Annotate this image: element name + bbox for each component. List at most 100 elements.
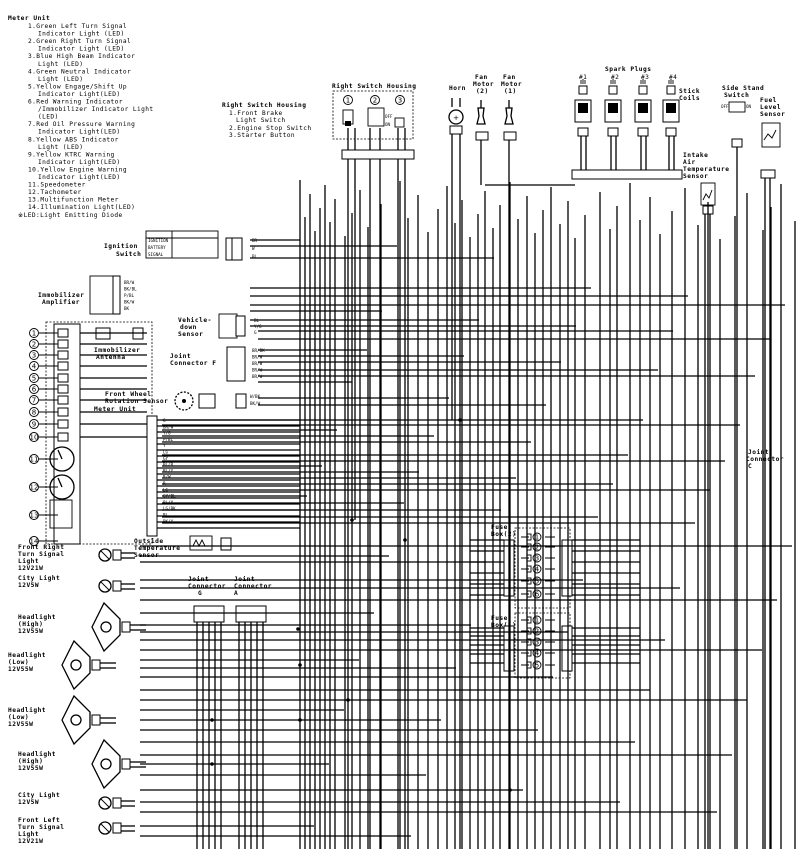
light-sub: (High) xyxy=(18,620,43,628)
legend-item: 9.Yellow KTRC Warning xyxy=(28,151,115,158)
wire-code: BL/Y xyxy=(163,468,174,473)
junction-dot xyxy=(210,718,214,722)
rs-legend-2: 2.Engine Stop Switch xyxy=(229,125,312,132)
vehicle-down-sensor: Vehicle- down Sensor xyxy=(178,313,246,339)
fuse-number: 1 xyxy=(535,534,539,542)
bulb-filament xyxy=(100,581,110,591)
stick-coil-core xyxy=(608,103,618,113)
meter-item-marker xyxy=(29,454,39,464)
wire-code: BK/Y xyxy=(163,519,174,524)
led-symbol xyxy=(57,373,69,383)
legend-item: Light (LED) xyxy=(38,144,83,151)
svg-text:2: 2 xyxy=(373,97,377,105)
fb2-label-1: Fuse xyxy=(491,524,508,531)
headlight-connector xyxy=(91,659,101,671)
headlight-shape xyxy=(91,601,121,653)
jcf-label-2: Connector F xyxy=(170,360,216,367)
jcg-label-1: Joint xyxy=(188,575,209,583)
wire-code: P/BL xyxy=(163,437,174,442)
meter-item-marker xyxy=(29,419,39,429)
fuse-number: 5 xyxy=(535,662,539,670)
meter-item-number: 13 xyxy=(30,512,39,520)
fuse-number-marker xyxy=(532,553,542,563)
wire-code: GY xyxy=(163,456,169,461)
legend-item: Light (LED) xyxy=(38,76,83,83)
spark-plug-tip xyxy=(640,79,646,84)
light-sub: (Low) xyxy=(8,714,29,721)
jca-label-3: A xyxy=(234,590,238,597)
fan-motor-2-label-2: Motor xyxy=(473,81,494,88)
ignition-switch: Ignition Switch IGNITION BATTERY SIGNAL xyxy=(104,230,243,261)
joint-connector-f: Joint Connector F xyxy=(170,346,246,382)
meter-item-marker xyxy=(29,361,39,371)
legend-item: 10.Yellow Engine Warning xyxy=(28,166,127,173)
stick-coils-label-1: Stick xyxy=(679,87,700,95)
wire-code: BK/BL xyxy=(124,287,137,292)
wire-code: LG xyxy=(163,450,169,455)
jcc-label-3: C xyxy=(748,463,752,470)
fuse-number: 4 xyxy=(535,650,540,658)
fuel-level-label-2: Level xyxy=(760,104,781,111)
fan-motor-1-label-1: Fan xyxy=(503,74,516,81)
jcg-label-2: Connector xyxy=(188,583,226,590)
meter-unit-label: Meter Unit xyxy=(94,405,136,413)
coil-connector xyxy=(665,127,677,137)
meter-item-number: 11 xyxy=(30,456,39,464)
ign-row-1: IGNITION xyxy=(148,238,169,243)
right-switch-housing-label: Right Switch Housing xyxy=(332,82,417,90)
legend-item: Indicator Light (LED) xyxy=(38,46,125,53)
legend-item: 3.Blue High Beam Indicator xyxy=(28,53,135,60)
legend-item: ※LED:Light Emitting Diode xyxy=(18,212,123,219)
led-symbol xyxy=(57,361,69,371)
plug-2-label: #2 xyxy=(611,74,619,81)
legend-item: 13.Multifunction Meter xyxy=(28,197,119,204)
wire-code: BR/W xyxy=(252,355,263,360)
fuse-number-marker xyxy=(532,564,542,574)
rs-legend-1: 1.Front Brake xyxy=(229,110,283,117)
wire-code: BL xyxy=(252,254,258,259)
legend-item: Indicator Light (LED) xyxy=(38,31,125,38)
svg-text:3: 3 xyxy=(398,97,402,105)
junction-dot xyxy=(346,698,350,702)
light-name: Headlight xyxy=(18,613,56,621)
meter-item-marker xyxy=(29,536,39,546)
wire-code: BR/W xyxy=(124,280,135,285)
bulb-symbol xyxy=(98,579,112,593)
legend-item: 5.Yellow Engage/Shift Up xyxy=(28,83,127,90)
jcc-label-1: Joint xyxy=(748,448,769,456)
fb2-label-2: Box(2) xyxy=(491,531,516,538)
wire-code: BL xyxy=(163,513,169,518)
meter-item-number: 8 xyxy=(32,409,36,417)
jcg-label-3: G xyxy=(198,590,202,597)
fuse-number-marker xyxy=(532,615,542,625)
fan-motor-1-symbol xyxy=(503,100,517,141)
headlight-connector xyxy=(121,758,131,770)
headlight-shape xyxy=(91,738,121,790)
wire-code: Y xyxy=(163,443,166,448)
light-name: Headlight xyxy=(18,750,56,758)
iat-label-1: Intake xyxy=(683,152,708,159)
rs-on-label: ON xyxy=(385,122,391,127)
right-switch-legend: Right Switch Housing 1.Front Brake Light… xyxy=(222,101,312,139)
wire-code: BK xyxy=(124,306,130,311)
headlight-bulb xyxy=(70,714,82,726)
wire-code: BL/R xyxy=(163,462,174,467)
led-symbol xyxy=(57,339,69,349)
spark-plug-tip xyxy=(668,79,674,84)
light-name: Front Right xyxy=(18,543,64,551)
meter-item-number: 4 xyxy=(32,363,37,371)
legend-item: 8.Yellow ABS Indicator xyxy=(28,136,119,143)
headlight-bulb xyxy=(100,621,112,633)
bulb-filament xyxy=(100,798,110,808)
rs-off-label: OFF xyxy=(385,114,393,119)
fan-motor-1-label-3: (1) xyxy=(504,88,517,95)
fwrs-label-1: Front Wheel xyxy=(105,391,151,398)
led-symbol xyxy=(57,384,69,394)
fuse-number-marker xyxy=(532,589,542,599)
ss-off-label: OFF xyxy=(721,104,729,109)
junction-dot xyxy=(458,418,462,422)
spark-plug-tip xyxy=(580,79,586,84)
vds-label-2: down xyxy=(180,324,197,331)
bulb-filament xyxy=(100,550,110,560)
fuel-level-label-1: Fuel xyxy=(760,97,777,104)
